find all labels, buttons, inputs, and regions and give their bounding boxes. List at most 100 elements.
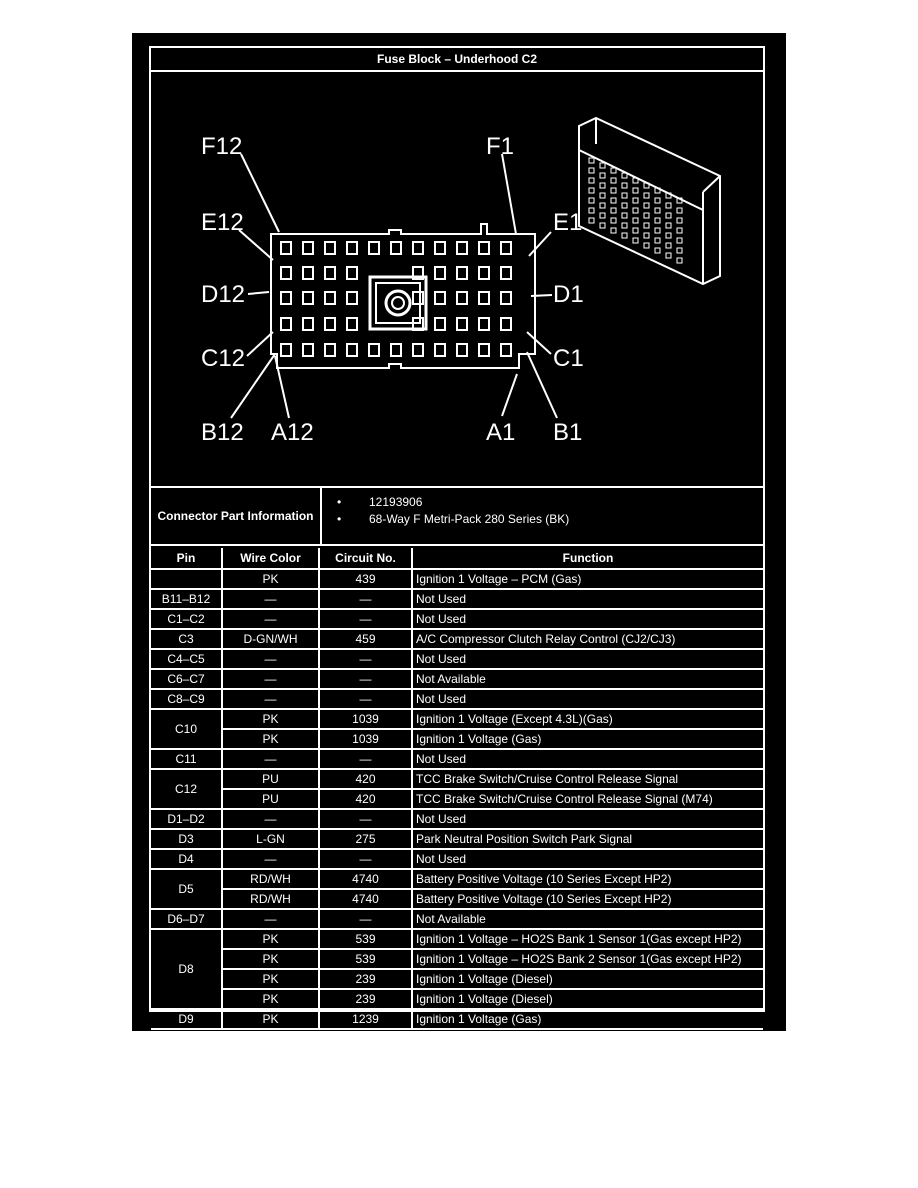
iso-cavity <box>632 227 639 234</box>
iso-cavity <box>588 207 595 214</box>
center-stud-housing <box>368 275 428 331</box>
iso-cavity <box>632 207 639 214</box>
cavity <box>434 317 446 331</box>
pin-label-c12: C12 <box>201 345 245 372</box>
wire-color-cell: L-GN <box>221 828 320 850</box>
header-pin: Pin <box>151 548 223 570</box>
function-cell: Battery Positive Voltage (10 Series Exce… <box>411 888 763 910</box>
iso-cavity <box>643 182 650 189</box>
iso-cavity <box>654 247 661 254</box>
function-cell: Ignition 1 Voltage – HO2S Bank 2 Sensor … <box>411 948 763 970</box>
wire-color-cell: PK <box>221 928 320 950</box>
wire-color-cell: — <box>221 588 320 610</box>
iso-cavity <box>654 217 661 224</box>
function-cell: TCC Brake Switch/Cruise Control Release … <box>411 788 763 810</box>
iso-cavity <box>610 177 617 184</box>
connector-outline <box>270 223 536 369</box>
function-cell: Not Used <box>411 808 763 830</box>
iso-cavity <box>621 202 628 209</box>
cavity <box>478 317 490 331</box>
iso-cavity <box>676 197 683 204</box>
iso-cavity <box>654 187 661 194</box>
function-cell: Not Used <box>411 848 763 870</box>
cavity <box>456 317 468 331</box>
cavity <box>302 241 314 255</box>
cavity <box>280 317 292 331</box>
iso-cavity <box>599 182 606 189</box>
iso-cavity <box>665 202 672 209</box>
pin-cell: D6–D7 <box>151 908 223 930</box>
cavity <box>500 291 512 305</box>
cavity <box>390 241 402 255</box>
cavity <box>434 241 446 255</box>
cavity <box>346 266 358 280</box>
iso-cavity <box>654 197 661 204</box>
cavity <box>302 317 314 331</box>
cavity <box>434 291 446 305</box>
iso-cavity <box>643 202 650 209</box>
cavity <box>478 343 490 357</box>
iso-cavity <box>599 212 606 219</box>
iso-cavity <box>599 162 606 169</box>
cavity <box>324 343 336 357</box>
wire-color-cell: PK <box>222 948 320 970</box>
pin-cell: D9 <box>151 1008 223 1030</box>
function-cell: Not Available <box>411 908 763 930</box>
cavity <box>324 317 336 331</box>
iso-cavity <box>665 252 672 259</box>
pin-cell: D5 <box>151 868 223 910</box>
pin-label-d12: D12 <box>201 281 245 308</box>
center-stud <box>384 289 412 317</box>
circuit-cell: — <box>318 608 413 630</box>
connector-diagram: F12 F1 E12 E1 D12 D1 C12 C1 B12 A12 A1 B… <box>151 72 763 488</box>
pin-label-f1: F1 <box>486 133 514 160</box>
part-number: 12193906 <box>337 494 569 511</box>
cavity <box>324 266 336 280</box>
iso-cavity <box>665 222 672 229</box>
connector-frame: Fuse Block – Underhood C2 <box>149 46 765 1030</box>
function-cell: Not Available <box>411 668 763 690</box>
iso-cavity <box>588 217 595 224</box>
cavity <box>346 343 358 357</box>
circuit-cell: 539 <box>318 948 413 970</box>
circuit-cell: 275 <box>318 828 413 850</box>
cavity <box>412 291 424 305</box>
circuit-cell: 420 <box>318 768 413 790</box>
cavity <box>302 291 314 305</box>
cavity <box>280 343 292 357</box>
pin-label-a1: A1 <box>486 419 515 446</box>
iso-cavity <box>621 232 628 239</box>
cavity <box>412 266 424 280</box>
iso-cavity <box>676 247 683 254</box>
pin-label-e1: E1 <box>553 209 582 236</box>
table-row: B11–B12——Not Used <box>151 588 763 610</box>
pin-label-d1: D1 <box>553 281 584 308</box>
iso-cavity <box>643 222 650 229</box>
iso-cavity <box>621 222 628 229</box>
circuit-cell: — <box>318 848 413 870</box>
function-cell: Not Used <box>411 688 763 710</box>
iso-cavity <box>621 182 628 189</box>
document-sheet: Fuse Block – Underhood C2 <box>132 33 786 1031</box>
pin-cell <box>151 568 223 590</box>
wire-color-cell: — <box>221 608 320 630</box>
cavity <box>324 241 336 255</box>
iso-cavity <box>621 192 628 199</box>
cavity <box>302 343 314 357</box>
iso-cavity <box>632 177 639 184</box>
pin-cell: C1–C2 <box>151 608 223 630</box>
pin-label-f12: F12 <box>201 133 242 160</box>
circuit-cell: 539 <box>318 928 413 950</box>
wire-color-cell: PK <box>221 1008 320 1030</box>
wire-color-cell: — <box>221 808 320 830</box>
function-cell: Not Used <box>411 648 763 670</box>
iso-cavity <box>643 192 650 199</box>
